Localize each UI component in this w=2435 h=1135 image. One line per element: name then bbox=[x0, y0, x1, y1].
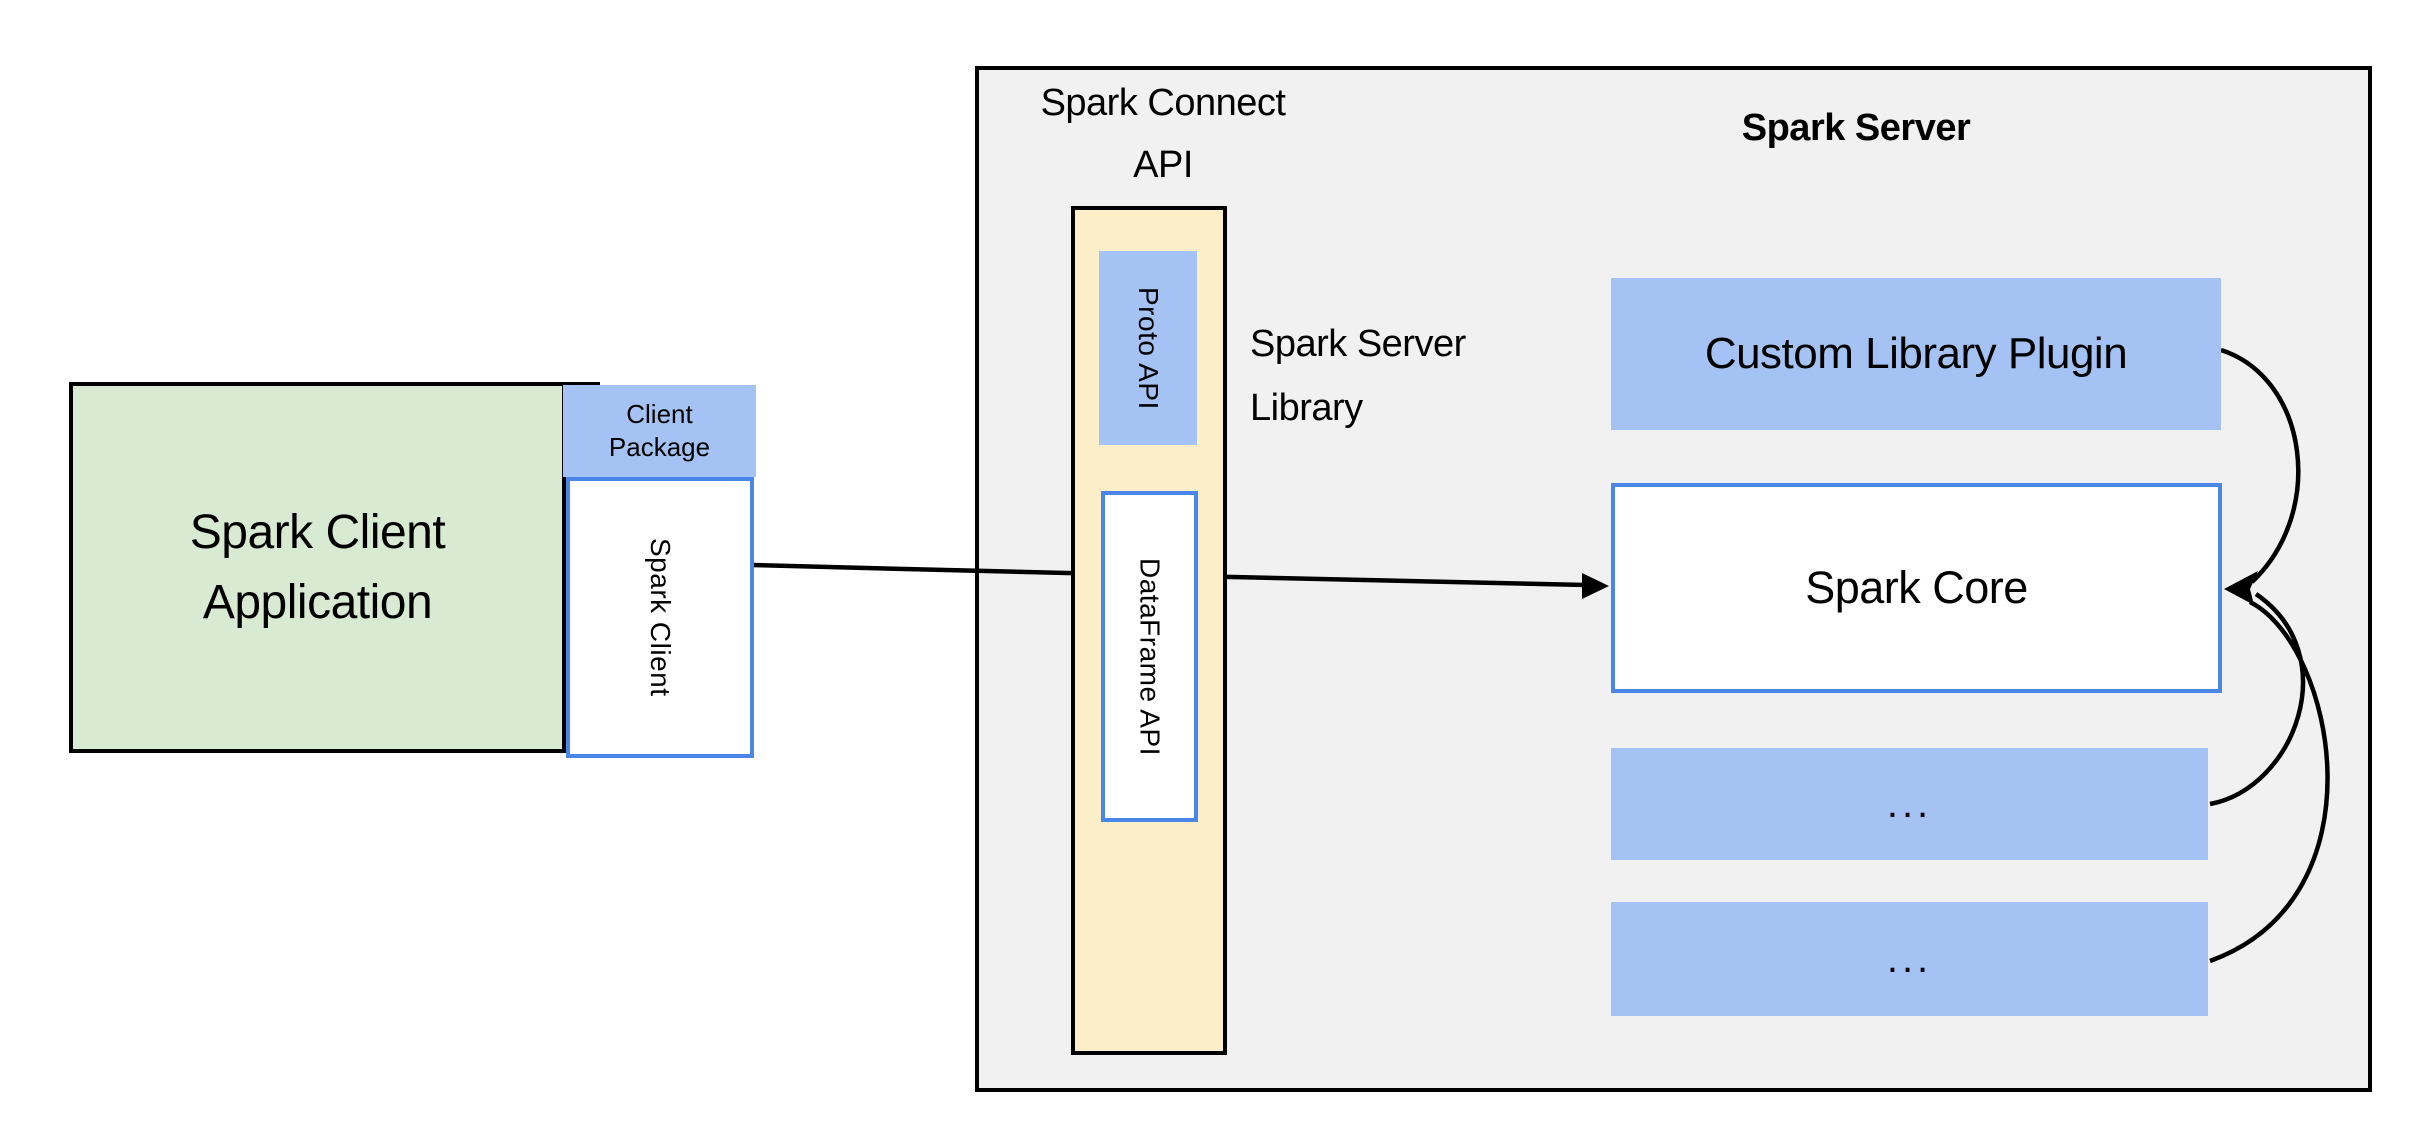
proto-api-label: Proto API bbox=[1133, 286, 1164, 410]
node-spark-core: Spark Core bbox=[1611, 483, 2222, 693]
node-dataframe-api: DataFrame API bbox=[1101, 491, 1198, 822]
spark-client-application-label: Spark Client Application bbox=[189, 505, 446, 629]
node-plugin-slot-1: ... bbox=[1611, 748, 2208, 860]
dataframe-api-label: DataFrame API bbox=[1134, 557, 1166, 756]
node-custom-library-plugin: Custom Library Plugin bbox=[1611, 278, 2221, 430]
node-client-package: Client Package bbox=[563, 385, 756, 477]
custom-library-plugin-label: Custom Library Plugin bbox=[1704, 329, 2128, 378]
client-package-label: Client Package bbox=[608, 399, 711, 462]
spark-core-label: Spark Core bbox=[1805, 562, 2028, 613]
client-app-border-extension bbox=[564, 382, 600, 386]
plugin-slot-2-label: ... bbox=[1886, 936, 1933, 981]
node-spark-client-application: Spark Client Application bbox=[69, 382, 566, 753]
spark-connect-api-heading: Spark Connect API bbox=[1040, 82, 1286, 186]
node-proto-api: Proto API bbox=[1099, 251, 1197, 445]
spark-server-heading: Spark Server bbox=[1741, 107, 1971, 149]
plugin-slot-1-label: ... bbox=[1886, 781, 1933, 826]
spark-server-library-heading: Spark Server Library bbox=[1250, 323, 1466, 429]
node-spark-client: Spark Client bbox=[566, 477, 754, 758]
node-plugin-slot-2: ... bbox=[1611, 902, 2208, 1016]
spark-client-label: Spark Client bbox=[645, 538, 676, 697]
